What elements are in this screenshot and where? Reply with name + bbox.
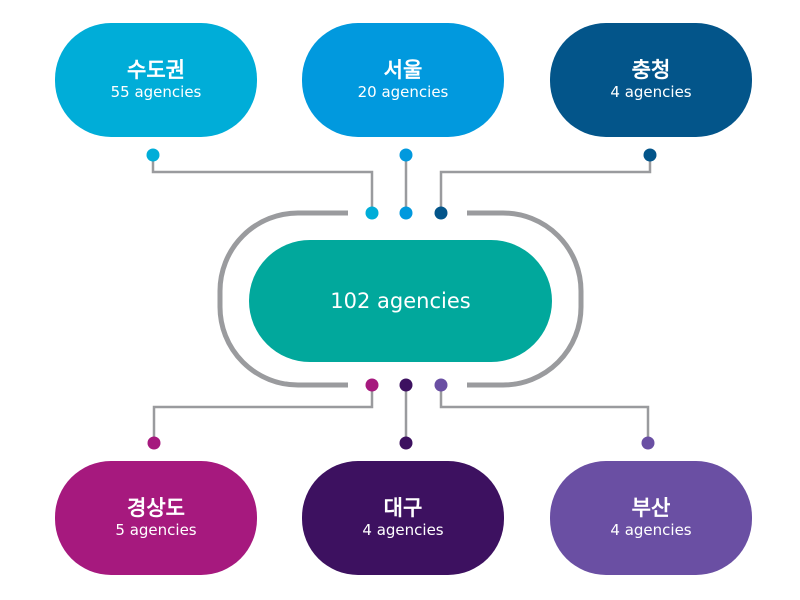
connector-line [151,155,374,213]
connector-line [152,385,374,443]
region-name: 경상도 [127,496,185,520]
outer-ring-left [217,210,348,388]
hub-connector-dot [399,206,413,220]
region-node-sudogwon[interactable]: 수도권 55 agencies [55,23,257,137]
connector-line [439,155,652,213]
region-connector-dot [399,148,413,162]
region-connector-dot [641,436,655,450]
region-node-gyeongsangdo[interactable]: 경상도 5 agencies [55,461,257,575]
region-connector-dot [147,436,161,450]
hub-connector-dot [365,378,379,392]
center-total-node: 102 agencies [249,240,552,362]
region-node-chungcheong[interactable]: 충청 4 agencies [550,23,752,137]
region-connector-dot [643,148,657,162]
region-count: 20 agencies [357,83,449,101]
region-connector-dot [146,148,160,162]
region-name: 대구 [383,496,423,520]
connector-line [439,385,650,443]
region-connector-dot [399,436,413,450]
region-node-seoul[interactable]: 서울 20 agencies [302,23,504,137]
hub-connector-dot [434,378,448,392]
outer-ring-right [467,210,584,388]
region-name: 부산 [631,496,671,520]
region-count: 5 agencies [115,521,197,539]
hub-connector-dot [365,206,379,220]
region-name: 수도권 [127,58,185,82]
hub-connector-dot [399,378,413,392]
region-name: 충청 [631,58,671,82]
region-count: 4 agencies [610,83,692,101]
region-count: 4 agencies [362,521,444,539]
region-count: 55 agencies [110,83,202,101]
region-count: 4 agencies [610,521,692,539]
region-node-daegu[interactable]: 대구 4 agencies [302,461,504,575]
center-total-label: 102 agencies [330,289,471,313]
hub-connector-dot [434,206,448,220]
region-node-busan[interactable]: 부산 4 agencies [550,461,752,575]
region-name: 서울 [383,58,423,82]
